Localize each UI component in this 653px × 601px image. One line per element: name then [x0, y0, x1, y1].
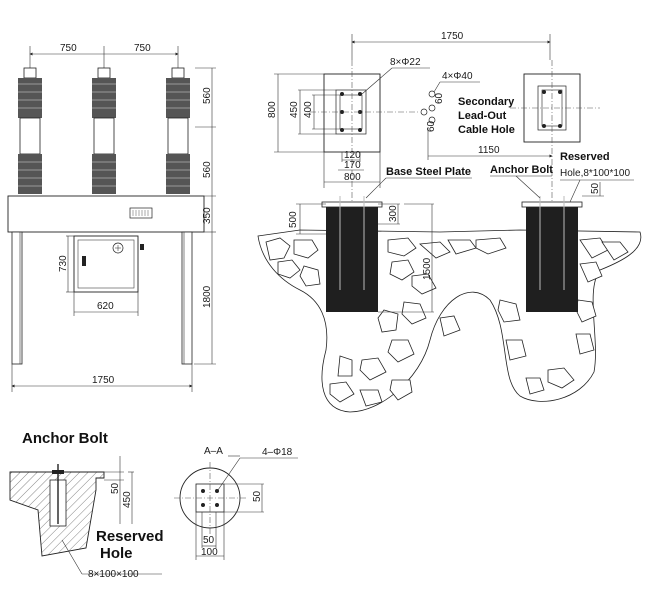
section-dim-h100: 100 — [201, 547, 218, 558]
pole-right — [166, 67, 190, 194]
breaker-tank — [7, 195, 205, 233]
dim-top-50: 50 — [590, 182, 601, 194]
nameplate-icon — [129, 207, 153, 219]
dim-upper-insulator: 560 — [202, 87, 213, 104]
dim-plan-170: 170 — [344, 160, 361, 171]
anchor-bolt-detail: Anchor Bolt 50 450 Reserved Hole 8×100×1… — [9, 418, 174, 580]
dim-top-left: 750 — [60, 43, 77, 54]
dim-plan-60b: 60 — [426, 120, 437, 132]
detail-anchor-title: Anchor Bolt — [22, 430, 108, 447]
dim-plan-1150: 1150 — [478, 145, 500, 156]
label-cable-holes: 4×Φ40 — [442, 71, 473, 82]
dim-plan-120: 120 — [344, 150, 361, 161]
dim-cabinet-height: 730 — [58, 255, 69, 272]
section-aa-detail: A–A 4–Φ18 50 50 100 — [174, 446, 298, 560]
right-foundation-block — [526, 206, 578, 312]
label-reserved-2: Hole,8*100*100 — [560, 168, 630, 179]
pole-left — [18, 67, 42, 194]
detail-reserved-1: Reserved — [96, 528, 164, 545]
section-dim-h50: 50 — [203, 535, 215, 546]
label-reserved-1: Reserved — [560, 151, 610, 163]
dim-top-right: 750 — [134, 43, 151, 54]
label-bolt-holes: 8×Φ22 — [390, 57, 421, 68]
dim-plan-450: 450 — [289, 101, 300, 118]
dim-base-width: 1750 — [92, 375, 115, 386]
dim-tank: 350 — [202, 207, 213, 224]
label-anchor-bolt: Anchor Bolt — [490, 164, 553, 176]
section-dim-v50: 50 — [252, 490, 263, 502]
label-secondary-1: Secondary — [458, 96, 515, 108]
front-view: 750 750 — [7, 43, 216, 392]
dim-lower-insulator: 560 — [202, 161, 213, 178]
dim-leg-height: 1800 — [202, 285, 213, 308]
foundation-view: Base Steel Plate Anchor Bolt Reserved Ho… — [257, 151, 642, 413]
label-secondary-3: Cable Hole — [458, 124, 515, 136]
label-secondary-2: Lead-Out — [458, 110, 507, 122]
dim-cabinet-width: 620 — [97, 301, 114, 312]
dim-plan-800w: 800 — [344, 172, 361, 183]
handle-icon — [82, 256, 86, 266]
section-label: A–A — [204, 446, 223, 457]
pole-middle — [92, 67, 116, 194]
detail-dim-450: 450 — [122, 491, 133, 508]
detail-reserved-2: Hole — [100, 545, 133, 562]
dim-depth-1500: 1500 — [422, 257, 433, 280]
dim-plan-overall: 1750 — [441, 31, 464, 42]
dim-depth-300: 300 — [388, 205, 399, 222]
dim-plan-60a: 60 — [434, 92, 445, 104]
label-base-steel-plate: Base Steel Plate — [386, 166, 471, 178]
section-holes: 4–Φ18 — [262, 447, 293, 458]
detail-dim-50: 50 — [110, 482, 121, 494]
left-foundation-block — [326, 206, 378, 312]
dim-plan-800: 800 — [267, 101, 278, 118]
detail-size: 8×100×100 — [88, 569, 139, 580]
dim-plan-400: 400 — [303, 101, 314, 118]
dim-depth-500: 500 — [288, 211, 299, 228]
